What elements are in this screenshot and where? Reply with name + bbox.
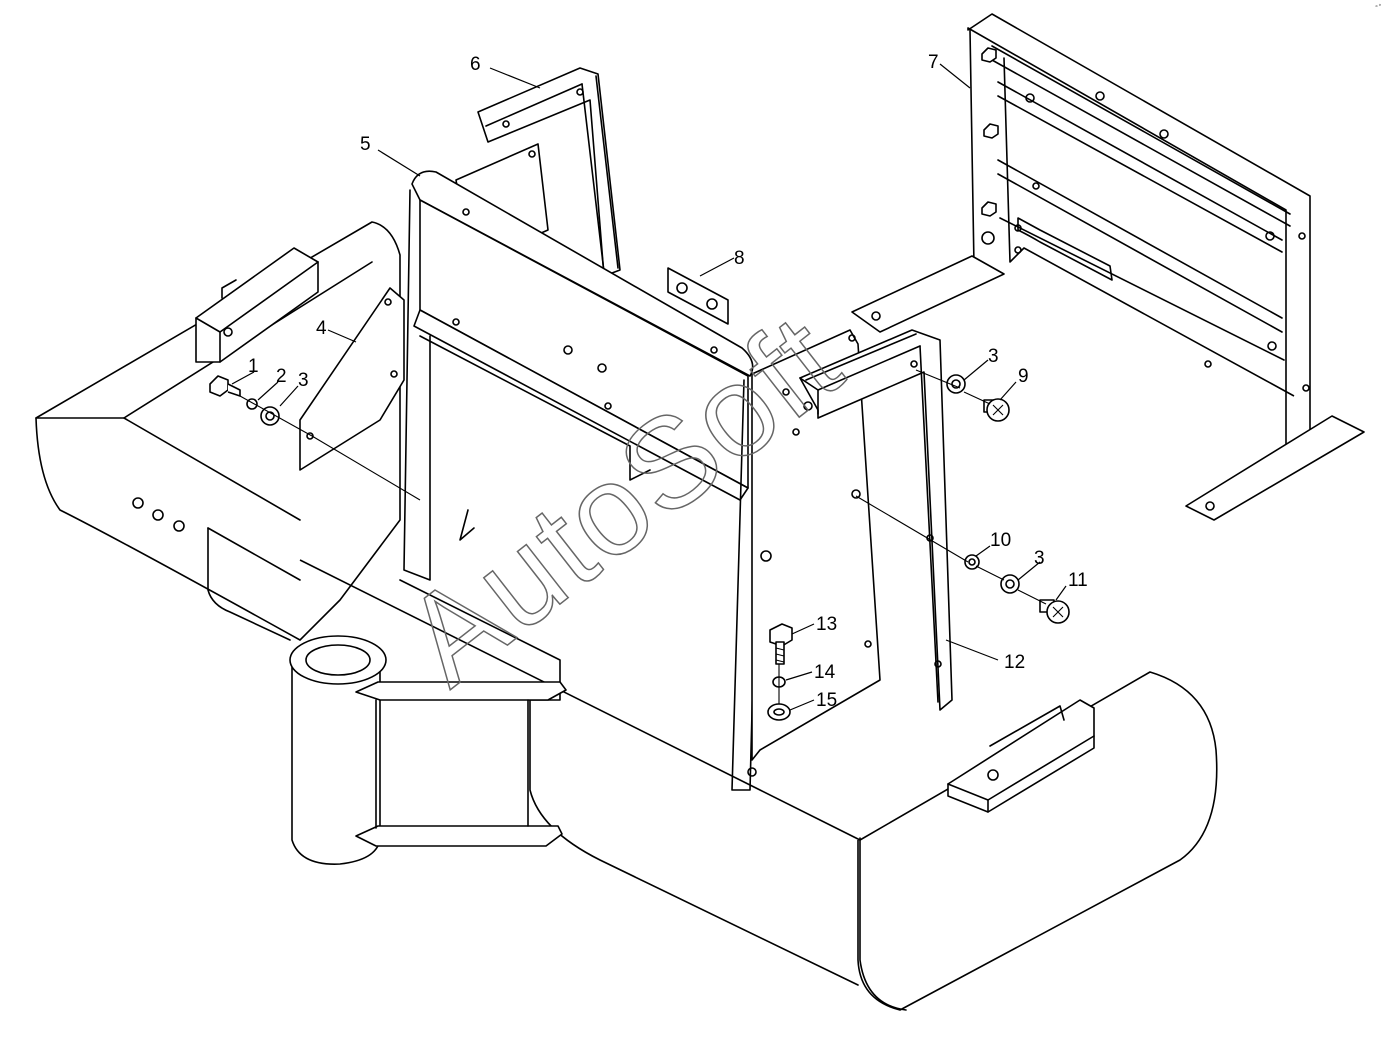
bolt-1-icon [209,375,241,397]
callout-15: 15 [816,690,837,711]
callout-1: 1 [248,356,259,377]
callout-10: 10 [990,530,1011,551]
callout-8: 8 [734,248,745,269]
callout-4: 4 [316,318,327,339]
washer-3-left-icon [260,406,280,426]
assembly-axis-lines [239,369,1047,704]
part-7-right-frame [851,13,1365,521]
part-4-side-plate [299,287,405,471]
callout-2: 2 [276,366,287,387]
callout-3-left: 3 [298,370,309,391]
washer-3-upper-icon [946,374,966,394]
bolt-13-icon [769,623,793,665]
callout-12: 12 [1004,652,1025,673]
callout-5: 5 [360,134,371,155]
washer-15-icon [767,703,791,721]
callout-9: 9 [1018,366,1029,387]
frame-right-arm [299,559,1218,1011]
callout-13: 13 [816,614,837,635]
callout-6: 6 [470,54,481,75]
callout-labels: 1 2 3 4 5 6 7 8 9 10 3 11 12 13 14 15 3 [248,52,1088,711]
spacer-10-icon [964,554,980,570]
pivot-knuckle [289,635,567,865]
callout-3-lower: 3 [1034,548,1045,569]
screw-9-icon [983,398,1010,422]
frame-left-arm [35,221,401,641]
washer-3-lower-icon [1000,574,1020,594]
callout-14: 14 [814,662,836,683]
corner-mark: °° [1374,3,1383,12]
callout-7: 7 [928,52,939,73]
part-8-plate [667,267,729,325]
callout-3-upper: 3 [988,346,999,367]
nut-icon [981,47,999,217]
callout-leaders [231,63,1067,711]
callout-11: 11 [1068,570,1088,591]
